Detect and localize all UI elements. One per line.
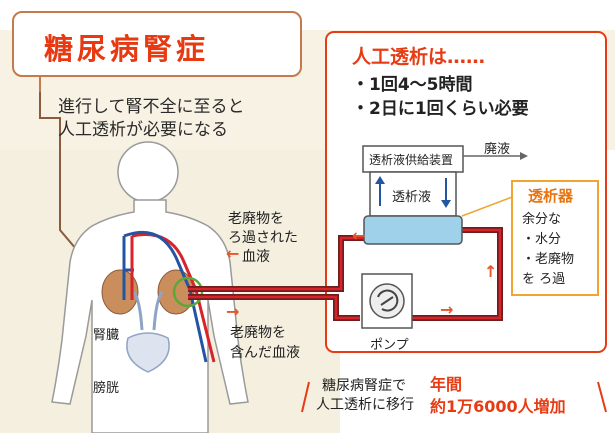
tube-loop-inner [410, 228, 502, 320]
right-ureter [152, 291, 164, 331]
torso-shape [51, 199, 249, 433]
pump-rotor-arc [377, 289, 399, 312]
dialyzer-line-3: ・老廃物 [522, 252, 575, 267]
pump-label: ポンプ [370, 338, 409, 353]
circuit-arrow-up-icon: ↑ [484, 262, 498, 281]
waste-blood-line-2: 含んだ血液 [230, 345, 300, 361]
tube-return-inner [188, 236, 368, 291]
filtered-blood-line-2: ろ過された [228, 230, 298, 246]
arrow-left-icon: ← [226, 244, 240, 263]
waste-arrow-head [520, 152, 528, 160]
filtered-blood-line-1: 老廃物を [228, 211, 284, 227]
waste-label: 廃液 [484, 142, 511, 157]
pump-rotor-bar [380, 296, 394, 306]
page-title: 糖尿病腎症 [44, 32, 210, 66]
arrow-up-icon [375, 176, 385, 184]
human-silhouette [51, 141, 249, 433]
dialysis-bullet-2: ・2日に1回くらい必要 [352, 99, 529, 119]
circuit-arrow-left-icon: ← [352, 226, 366, 245]
bladder-label: 膀胱 [93, 381, 120, 396]
stat-right-line-2: 約1万6000人増加 [430, 397, 566, 416]
kidney-label: 腎臓 [93, 328, 120, 343]
dialyzer-line-2: ・水分 [522, 232, 562, 247]
lead-line-2: 人工透析が必要になる [58, 120, 228, 140]
arrow-down-icon [441, 200, 451, 208]
stat-slash-left [301, 381, 310, 413]
left-ureter [132, 291, 144, 331]
title-box [12, 11, 302, 77]
dialyzer-callout-leader [461, 193, 521, 217]
lead-line-1: 進行して腎不全に至ると [58, 97, 245, 117]
dialyzer-line-4: を ろ過 [522, 272, 566, 287]
head-shape [117, 141, 179, 203]
dialysate-column [369, 171, 457, 217]
dialyzer-callout-box [511, 180, 599, 296]
dialysis-bullet-1: ・1回4〜5時間 [352, 75, 473, 95]
arrow-right-icon: → [226, 302, 240, 321]
bladder-shape [126, 332, 170, 373]
left-kidney [101, 269, 139, 315]
supply-device-label: 透析液供給装置 [369, 153, 454, 167]
dialyzer-cartridge [363, 215, 463, 245]
waste-blood-line-1: 老廃物を [230, 325, 286, 341]
stat-left-line-1: 糖尿病腎症で [322, 378, 406, 394]
title-leader-line [39, 92, 99, 276]
vein-arm [123, 230, 208, 363]
circuit-arrow-right-icon: → [440, 300, 454, 319]
dialysis-heading: 人工透析は…… [352, 46, 486, 68]
stat-slash-right [597, 381, 607, 413]
artery-arm [131, 233, 216, 363]
filtered-blood-line-3: 血液 [242, 249, 270, 265]
dialysate-label: 透析液 [392, 190, 432, 205]
blood-tube-circuit [188, 227, 503, 321]
dialyzer-title: 透析器 [528, 187, 574, 205]
tube-out-inner [188, 295, 360, 320]
stat-right-line-1: 年間 [430, 375, 463, 394]
dialyzer-line-1: 余分な [522, 212, 562, 227]
stat-left-line-2: 人工透析に移行 [316, 397, 414, 413]
